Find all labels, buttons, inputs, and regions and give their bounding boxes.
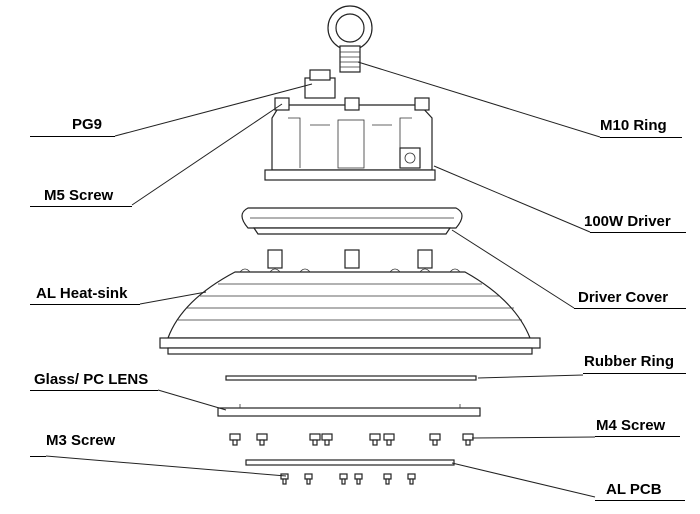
- m4-screws-part: [229, 433, 474, 446]
- driver-cover-part: [241, 207, 463, 235]
- lens-part: [217, 404, 481, 417]
- label-rubber-ring: Rubber Ring: [584, 353, 674, 370]
- driver-housing-part: [264, 69, 436, 181]
- leader-lines: [45, 61, 601, 498]
- label-m5-screw: M5 Screw: [44, 187, 114, 204]
- underline-m4-screw: [595, 436, 680, 437]
- heat-sink-part: [159, 249, 541, 355]
- leader-al-pcb: [451, 462, 596, 498]
- label-glass-pc-lens: Glass/ PC LENS: [34, 371, 149, 388]
- underline-m10-ring: [600, 137, 682, 138]
- underline-rubber-ring: [583, 373, 686, 374]
- leader-m4-screw: [471, 436, 596, 439]
- al-pcb-part: [245, 459, 455, 466]
- underline-m3-screw: [30, 456, 46, 457]
- leader-lens: [157, 389, 227, 411]
- underline-al-pcb: [595, 500, 685, 501]
- label-al-heat-sink: AL Heat-sink: [36, 285, 128, 302]
- rubber-ring-part: [225, 375, 477, 381]
- underline-100w-driver: [590, 232, 686, 233]
- leader-driver-cover: [451, 229, 575, 309]
- m3-screws-part: [280, 473, 416, 485]
- label-driver-cover: Driver Cover: [578, 289, 669, 306]
- leader-m10-ring: [357, 61, 601, 138]
- underline-m5-screw: [30, 206, 132, 207]
- label-m3-screw: M3 Screw: [46, 432, 116, 449]
- underline-glass-pc-lens: [30, 390, 158, 391]
- label-m10-ring: M10 Ring: [600, 117, 667, 134]
- leader-m5-screw: [131, 103, 283, 206]
- label-100w-driver: 100W Driver: [584, 213, 671, 230]
- leader-100w-driver: [433, 165, 591, 233]
- label-pg9: PG9: [72, 116, 103, 133]
- underline-pg9: [30, 136, 115, 137]
- underline-driver-cover: [574, 308, 686, 309]
- underline-al-heat-sink: [30, 304, 140, 305]
- leader-m3-screw: [45, 455, 287, 477]
- label-al-pcb: AL PCB: [606, 481, 662, 498]
- leader-pg9: [114, 83, 313, 137]
- label-m4-screw: M4 Screw: [596, 417, 666, 434]
- m10-ring-part: [327, 5, 373, 73]
- leader-heat-sink: [139, 291, 207, 305]
- leader-rubber-ring: [477, 374, 584, 379]
